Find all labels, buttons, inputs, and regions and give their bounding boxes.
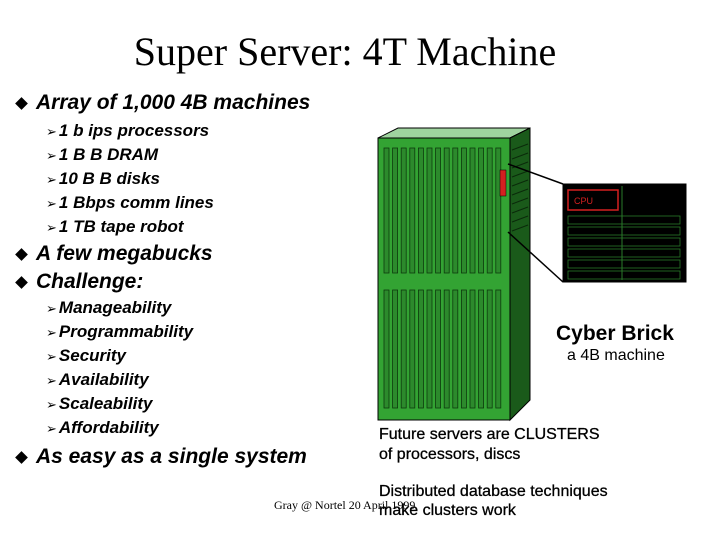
cabinet-strip	[392, 147, 399, 274]
cabinet-strip	[417, 147, 424, 274]
sub-bullet: ➢1 B B DRAM	[46, 145, 159, 164]
cabinet-side	[509, 127, 531, 422]
cabinet-strip	[443, 289, 450, 409]
cabinet-strip	[495, 147, 502, 274]
cpu-box	[567, 189, 619, 211]
brick-row	[567, 226, 681, 236]
bullet-diamond-icon	[15, 276, 28, 289]
cabinet-strip	[460, 147, 467, 274]
arrow-icon: ➢	[46, 422, 57, 437]
cabinet-strip	[417, 289, 424, 409]
connector-line	[507, 163, 564, 185]
cabinet-front	[377, 137, 511, 421]
cabinet-strip	[383, 289, 390, 409]
cabinet-strip	[478, 289, 485, 409]
cabinet-strip	[443, 147, 450, 274]
arrow-icon: ➢	[46, 173, 57, 188]
cabinet-strip	[400, 289, 407, 409]
cabinet-strip	[478, 147, 485, 274]
arrow-icon: ➢	[46, 350, 57, 365]
arrow-icon: ➢	[46, 197, 57, 212]
sub-bullet: ➢1 b ips processors	[46, 121, 210, 140]
cabinet-strip	[400, 147, 407, 274]
sub-bullet: ➢1 TB tape robot	[46, 217, 184, 236]
brick-rows	[567, 215, 681, 280]
bullet-array: Array of 1,000 4B machines	[36, 91, 311, 114]
sub-bullet: ➢Scaleability	[46, 394, 153, 413]
cabinet-indicator	[499, 169, 507, 197]
brick-row	[567, 259, 681, 269]
side-ridge	[511, 197, 529, 205]
sub-bullet: ➢Security	[46, 346, 126, 365]
brick-row	[567, 270, 681, 280]
bullet-challenge: Challenge:	[36, 270, 144, 293]
future-line-1: Future servers are CLUSTERS	[379, 426, 600, 443]
cabinet-strip	[495, 289, 502, 409]
side-ridge	[511, 206, 529, 214]
cabinet-strip	[469, 289, 476, 409]
cabinet-strip	[452, 147, 459, 274]
arrow-icon: ➢	[46, 302, 57, 317]
sub-bullet: ➢1 Bbps comm lines	[46, 193, 214, 212]
brick-title: Cyber Brick	[556, 322, 674, 345]
future-line-2: of processors, discs	[379, 446, 521, 463]
cabinet-strip	[426, 289, 433, 409]
cabinet-top	[377, 127, 531, 139]
side-ridge	[511, 143, 529, 151]
cabinet-strip	[409, 289, 416, 409]
sub-bullet: ➢Affordability	[46, 418, 159, 437]
arrow-icon: ➢	[46, 125, 57, 140]
cabinet-strip	[469, 147, 476, 274]
brick-row	[567, 248, 681, 258]
side-ridge	[511, 215, 529, 223]
brick-row	[567, 237, 681, 247]
distributed-line-2: make clusters work	[379, 502, 516, 519]
footer-credit: Gray @ Nortel 20 April 1999	[274, 498, 416, 512]
sub-bullet: ➢Availability	[46, 370, 149, 389]
cabinet-strip	[426, 147, 433, 274]
brick-subtitle: a 4B machine	[567, 347, 665, 364]
connector-line	[507, 231, 564, 283]
cabinet-side-ridges	[511, 143, 529, 232]
side-ridge	[511, 179, 529, 187]
cabinet-strip	[435, 147, 442, 274]
side-ridge	[511, 188, 529, 196]
arrow-icon: ➢	[46, 149, 57, 164]
arrow-icon: ➢	[46, 326, 57, 341]
cabinet-strips	[383, 147, 502, 409]
arrow-icon: ➢	[46, 398, 57, 413]
cpu-label: CPU	[574, 196, 593, 206]
cabinet-strip	[409, 147, 416, 274]
cabinet-strip	[383, 147, 390, 274]
bullet-diamond-icon	[15, 451, 28, 464]
side-ridge	[511, 170, 529, 178]
bullet-single-system: As easy as a single system	[36, 445, 307, 468]
bullet-diamond-icon	[15, 248, 28, 261]
sub-bullet: ➢10 B B disks	[46, 169, 161, 188]
bullet-diamond-icon	[15, 97, 28, 110]
side-ridge	[511, 161, 529, 169]
arrow-icon: ➢	[46, 221, 57, 236]
bullet-megabucks: A few megabucks	[36, 242, 213, 265]
cabinet-strip	[460, 289, 467, 409]
distributed-line-1: Distributed database techniques	[379, 483, 608, 500]
cabinet-strip	[486, 147, 493, 274]
cyber-brick	[562, 183, 687, 283]
cabinet-strip	[486, 289, 493, 409]
cabinet-strip	[452, 289, 459, 409]
sub-bullet: ➢Programmability	[46, 322, 194, 341]
arrow-icon: ➢	[46, 374, 57, 389]
sub-bullet: ➢Manageability	[46, 298, 172, 317]
cabinet-strip	[392, 289, 399, 409]
slide-title: Super Server: 4T Machine	[133, 29, 557, 74]
brick-row	[567, 215, 681, 225]
side-ridge	[511, 152, 529, 160]
side-ridge	[511, 224, 529, 232]
cabinet-strip	[435, 289, 442, 409]
